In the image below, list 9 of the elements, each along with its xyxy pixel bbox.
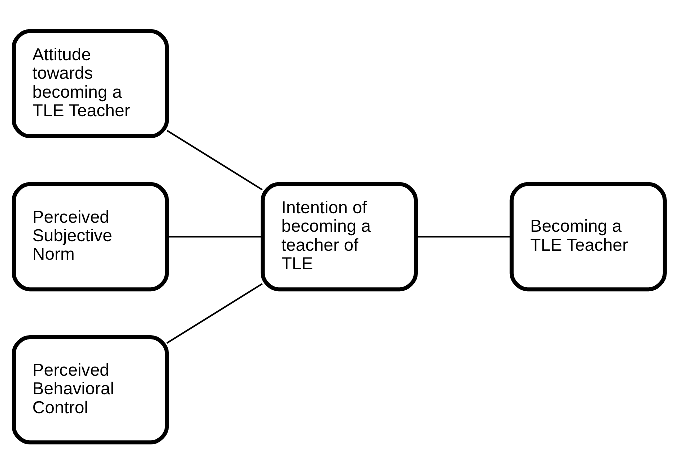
connector bbox=[167, 236, 263, 238]
node-box: Attitude towards becoming a TLE Teacher bbox=[12, 28, 170, 138]
node-box: Becoming a TLE Teacher bbox=[510, 182, 667, 292]
node-box: Intention of becoming a teacher of TLE bbox=[260, 182, 418, 292]
connector bbox=[166, 282, 263, 344]
connector bbox=[416, 236, 512, 238]
node-box: Perceived Subjective Norm bbox=[12, 182, 170, 292]
node-box: Perceived Behavioral Control bbox=[12, 335, 170, 444]
connector bbox=[166, 130, 263, 190]
